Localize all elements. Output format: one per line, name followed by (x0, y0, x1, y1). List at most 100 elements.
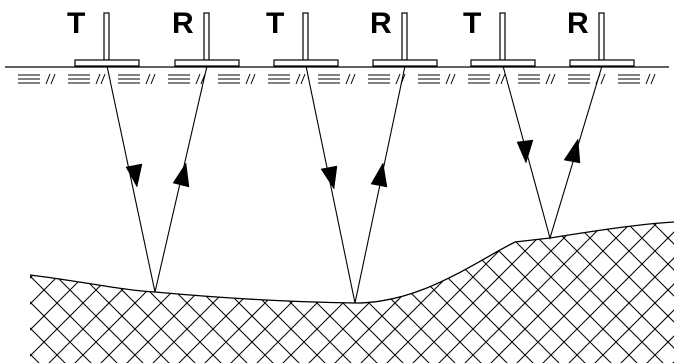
hatch-line (345, 73, 351, 85)
hatch-line (30, 222, 73, 363)
antenna-base-plate (174, 59, 240, 67)
hatch-line (30, 222, 47, 363)
antenna-R-3: R (567, 7, 635, 67)
hatch-line (30, 222, 151, 363)
antenna-mast-icon (401, 12, 408, 61)
hatch-line (100, 73, 106, 85)
bedrock-crosshatch (0, 210, 674, 363)
hatch-line (145, 73, 151, 85)
hatch-line (450, 73, 456, 85)
antenna-T-3: T (463, 7, 536, 67)
hatch-line (250, 73, 256, 85)
hatch-line (300, 73, 306, 85)
hatch-line (550, 73, 556, 85)
hatch-line (119, 222, 281, 363)
hatch-line (0, 210, 20, 363)
hatch-line (145, 222, 307, 363)
hatch-line (275, 222, 437, 363)
hatch-line (197, 222, 359, 363)
hatch-line (639, 222, 674, 363)
hatch-line (0, 210, 20, 363)
hatch-line (545, 73, 551, 85)
hatch-line (613, 222, 674, 363)
soil-hatch-pattern (18, 73, 656, 85)
hatch-line (639, 222, 674, 363)
ray-path-1 (106, 65, 208, 293)
hatch-line (275, 222, 437, 363)
hatch-line (145, 222, 307, 363)
bedrock-layer (0, 210, 674, 363)
antenna-base-plate (372, 59, 438, 67)
hatch-line (457, 222, 619, 363)
antenna-label-3: T (266, 7, 284, 40)
hatch-line (197, 222, 359, 363)
hatch-line (30, 222, 47, 363)
hatch-line (95, 73, 101, 85)
antenna-T-1: T (67, 7, 140, 67)
antenna-base-plate (569, 59, 635, 67)
hatch-line (45, 73, 51, 85)
hatch-line (249, 222, 411, 363)
hatch-line (50, 73, 56, 85)
antenna-R-2: R (370, 7, 438, 67)
hatch-line (30, 222, 99, 363)
hatch-line (295, 73, 301, 85)
hatch-line (587, 222, 674, 363)
antenna-mast-icon (103, 12, 110, 61)
antenna-base-plate (273, 59, 339, 67)
hatch-line (650, 73, 656, 85)
antenna-label-4: R (370, 7, 392, 40)
antenna-label-6: R (567, 7, 589, 40)
hatch-line (93, 222, 255, 363)
arrow-down-icon (125, 163, 143, 188)
hatch-line (445, 73, 451, 85)
antenna-mast-icon (203, 12, 210, 61)
hatch-line (171, 222, 333, 363)
hatch-line (395, 73, 401, 85)
arrow-down-icon (320, 165, 338, 190)
ray-path-2 (305, 65, 406, 304)
hatch-line (495, 73, 501, 85)
antenna-R-1: R (172, 7, 240, 67)
hatch-line (500, 73, 506, 85)
hatch-line (30, 222, 99, 363)
antenna-mast-icon (499, 12, 506, 61)
hatch-line (645, 73, 651, 85)
hatch-line (613, 222, 674, 363)
hatch-line (431, 222, 593, 363)
hatch-line (223, 222, 385, 363)
hatch-line (30, 222, 73, 363)
hatch-line (483, 222, 645, 363)
hatch-line (245, 73, 251, 85)
hatch-line (93, 222, 255, 363)
antenna-mast-icon (302, 12, 309, 61)
hatch-line (535, 222, 674, 363)
hatch-line (561, 222, 674, 363)
antenna-T-2: T (266, 7, 339, 67)
arrow-down-icon (516, 139, 534, 164)
hatch-line (195, 73, 201, 85)
arrow-up-icon (370, 162, 388, 188)
arrow-up-icon (172, 162, 190, 188)
antenna-base-plate (470, 59, 536, 67)
hatch-line (509, 222, 671, 363)
antenna-mast-icon (598, 12, 605, 61)
hatch-line (600, 73, 606, 85)
hatch-line (119, 222, 281, 363)
arrow-up-icon (563, 138, 581, 164)
hatch-line (171, 222, 333, 363)
hatch-line (535, 222, 674, 363)
hatch-line (30, 222, 151, 363)
hatch-line (249, 222, 411, 363)
antenna-label-1: T (67, 7, 85, 40)
antenna-base-plate (74, 59, 140, 67)
hatch-line (223, 222, 385, 363)
ray-path-3 (502, 65, 603, 240)
antenna-label-2: R (172, 7, 194, 40)
antenna-label-5: T (463, 7, 481, 40)
hatch-line (350, 73, 356, 85)
hatch-line (587, 222, 674, 363)
reflector-boundary (29, 221, 674, 304)
hatch-line (150, 73, 156, 85)
